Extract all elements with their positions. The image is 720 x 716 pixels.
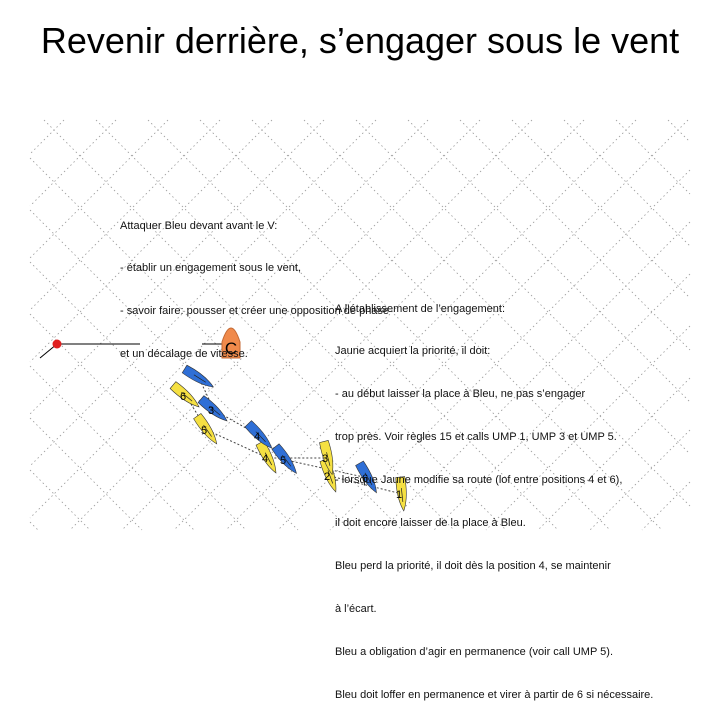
blue-boat-number: 5 <box>280 455 286 467</box>
attack-note: Attaquer Bleu devant avant le V: - établ… <box>120 190 389 376</box>
blue-boat <box>271 443 297 474</box>
grid-line <box>29 119 169 259</box>
slide-title: Revenir derrière, s’engager sous le vent <box>40 20 680 61</box>
engagement-note-line: à l’écart. <box>335 602 377 615</box>
yellow-boat <box>395 476 407 512</box>
blue-boat <box>244 420 273 449</box>
grid-line <box>589 429 691 531</box>
blue-boat-number: 3 <box>208 405 214 417</box>
grid-line <box>29 365 195 531</box>
attack-note-line: - établir un engagement sous le vent, <box>120 262 302 275</box>
engagement-note-line: Bleu a obligation d’agir en permanence (… <box>335 645 613 658</box>
engagement-note-line: - lorsque Jaune modifie sa route (lof en… <box>335 474 623 487</box>
grid-line <box>615 119 691 195</box>
engagement-note-line: A l’établissement de l’engagement: <box>335 302 505 315</box>
grid-line <box>29 521 39 531</box>
pin-end-marker <box>52 339 62 349</box>
yellow-track <box>185 395 403 495</box>
attack-note-line: et un décalage de vitesse. <box>120 348 248 361</box>
yellow-boat-number: 4 <box>262 453 268 465</box>
yellow-boat <box>169 381 200 408</box>
grid-line <box>381 221 691 531</box>
engagement-note: A l’établissement de l’engagement: Jaune… <box>335 273 653 716</box>
yellow-boat <box>255 440 277 474</box>
grid-line <box>511 119 691 299</box>
engagement-note-line: Jaune acquiert la priorité, il doit: <box>335 345 491 358</box>
blue-boat <box>197 395 228 422</box>
committee-mark <box>221 327 241 359</box>
blue-boat-number: 4 <box>254 431 260 443</box>
attack-note-line: Attaquer Bleu devant avant le V: <box>120 219 278 232</box>
grid-line <box>29 313 247 531</box>
grid-line <box>667 119 691 143</box>
boat-tracks <box>185 377 403 495</box>
mark-label: C <box>225 339 237 358</box>
engagement-note-line: Bleu doit loffer en permanence et virer … <box>335 688 654 701</box>
grid-line <box>29 119 65 155</box>
yellow-boat <box>193 413 218 445</box>
grid-line <box>29 261 299 531</box>
engagement-note-line: Bleu perd la priorité, il doit dès la po… <box>335 559 611 572</box>
grid-line <box>29 417 143 531</box>
yellow-boat-number: 1 <box>396 489 402 501</box>
grid-line <box>303 119 691 507</box>
grid-line <box>29 119 117 207</box>
grid-line <box>329 169 691 531</box>
yellow-boat-number: 3 <box>322 453 328 465</box>
engagement-note-line: trop près. Voir règles 15 et calls UMP 1… <box>335 431 617 444</box>
engagement-note-line: - au début laisser la place à Bleu, ne p… <box>335 388 586 401</box>
grid-line <box>433 273 691 531</box>
wind-grid <box>29 119 691 531</box>
yellow-boat-number: 5 <box>201 425 207 437</box>
grid-line <box>29 119 429 519</box>
grid-line <box>407 119 691 403</box>
yellow-boat <box>319 440 334 476</box>
yellow-boat-number: 6 <box>180 391 186 403</box>
engagement-note-line: il doit encore laisser de la place à Ble… <box>335 517 526 530</box>
grid-line <box>29 119 273 363</box>
attack-note-line: - savoir faire: pousser et créer une opp… <box>120 305 390 318</box>
grid-line <box>29 119 325 415</box>
yellow-boat-number: 2 <box>324 471 330 483</box>
grid-line <box>563 119 691 247</box>
blue-boat <box>181 364 215 388</box>
grid-line <box>29 119 377 467</box>
grid-line <box>459 119 691 351</box>
blue-boat-number: 6 <box>362 473 368 485</box>
blue-boat <box>355 460 377 494</box>
grid-line <box>29 469 91 531</box>
grid-line <box>485 325 691 531</box>
